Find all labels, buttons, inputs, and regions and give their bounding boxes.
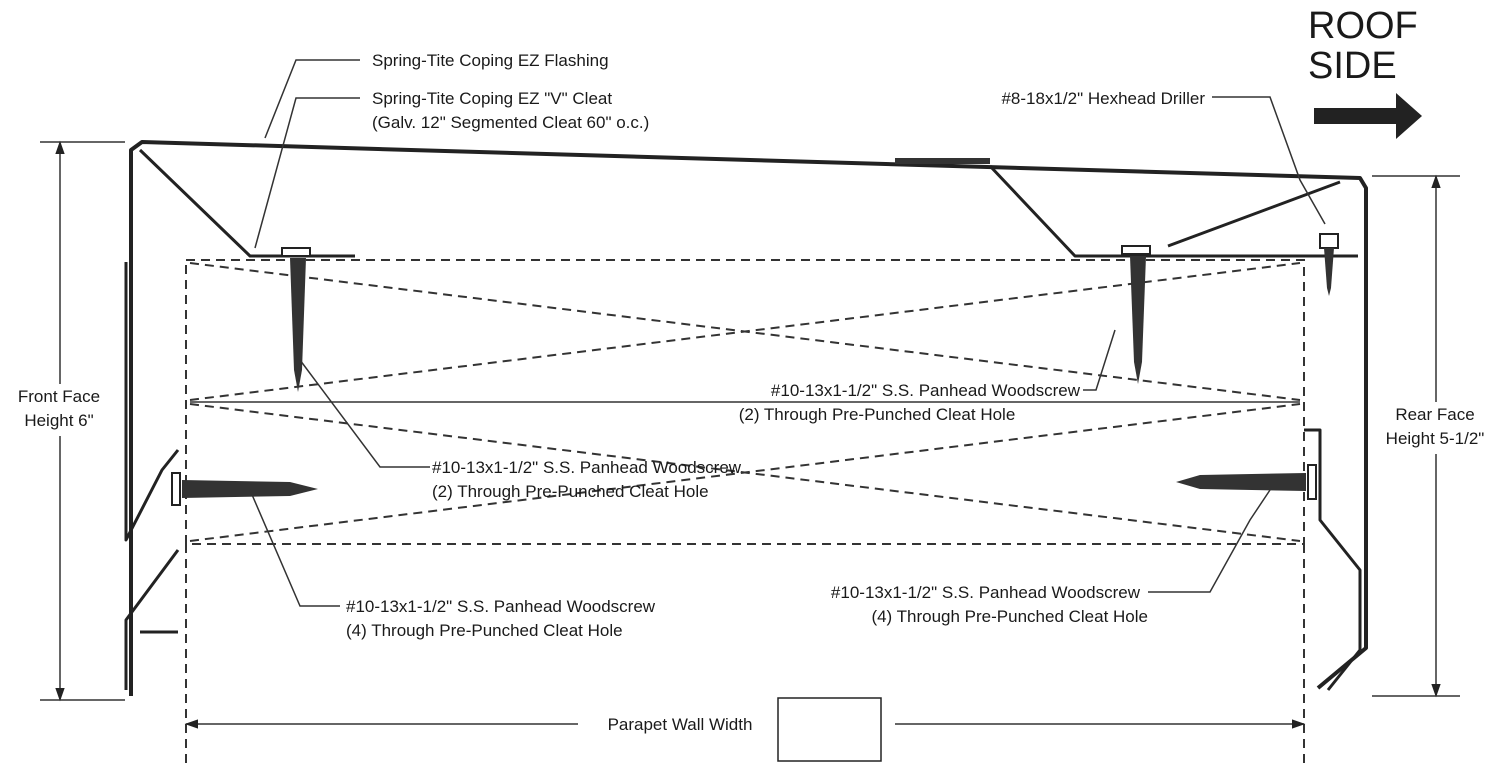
cleat-spacing-label: (Galv. 12" Segmented Cleat 60" o.c.) <box>372 113 649 132</box>
top-right-screw-count: (2) Through Pre-Punched Cleat Hole <box>739 405 1016 424</box>
rear-face-label-bg <box>1370 402 1508 454</box>
top-left-screw <box>281 247 311 392</box>
rear-screw <box>1176 464 1317 500</box>
top-left-screw-label: #10-13x1-1/2" S.S. Panhead Woodscrew <box>432 458 742 477</box>
v-cleat <box>124 148 1362 691</box>
front-face-label: Front Face <box>18 387 100 406</box>
leader-lines <box>249 59 1326 607</box>
side-label: SIDE <box>1308 45 1397 87</box>
roof-side-arrow-icon <box>1314 93 1422 139</box>
roof-label: ROOF <box>1308 5 1418 47</box>
rear-screw-count: (4) Through Pre-Punched Cleat Hole <box>871 607 1148 626</box>
driller-label: #8-18x1/2" Hexhead Driller <box>1001 89 1205 108</box>
wall-width-value-box <box>777 697 882 762</box>
top-right-screw-label: #10-13x1-1/2" S.S. Panhead Woodscrew <box>771 381 1081 400</box>
front-screw-label: #10-13x1-1/2" S.S. Panhead Woodscrew <box>346 597 656 616</box>
coping-flashing <box>129 140 1368 696</box>
rear-face-label: Rear Face <box>1395 405 1474 424</box>
front-screw-count: (4) Through Pre-Punched Cleat Hole <box>346 621 623 640</box>
top-left-screw-count: (2) Through Pre-Punched Cleat Hole <box>432 482 709 501</box>
flashing-label: Spring-Tite Coping EZ Flashing <box>372 51 609 70</box>
cleat-label: Spring-Tite Coping EZ "V" Cleat <box>372 89 612 108</box>
flashing-splice <box>895 158 990 164</box>
wall-width-label: Parapet Wall Width <box>608 715 753 734</box>
parapet-wall <box>185 259 1305 768</box>
driller-screw <box>1319 233 1339 296</box>
top-right-screw <box>1121 245 1151 384</box>
front-face-height: Height 6" <box>24 411 93 430</box>
front-screw <box>171 472 318 506</box>
front-face-label-bg <box>4 384 116 436</box>
rear-screw-label: #10-13x1-1/2" S.S. Panhead Woodscrew <box>831 583 1141 602</box>
rear-face-height: Height 5-1/2" <box>1386 429 1485 448</box>
